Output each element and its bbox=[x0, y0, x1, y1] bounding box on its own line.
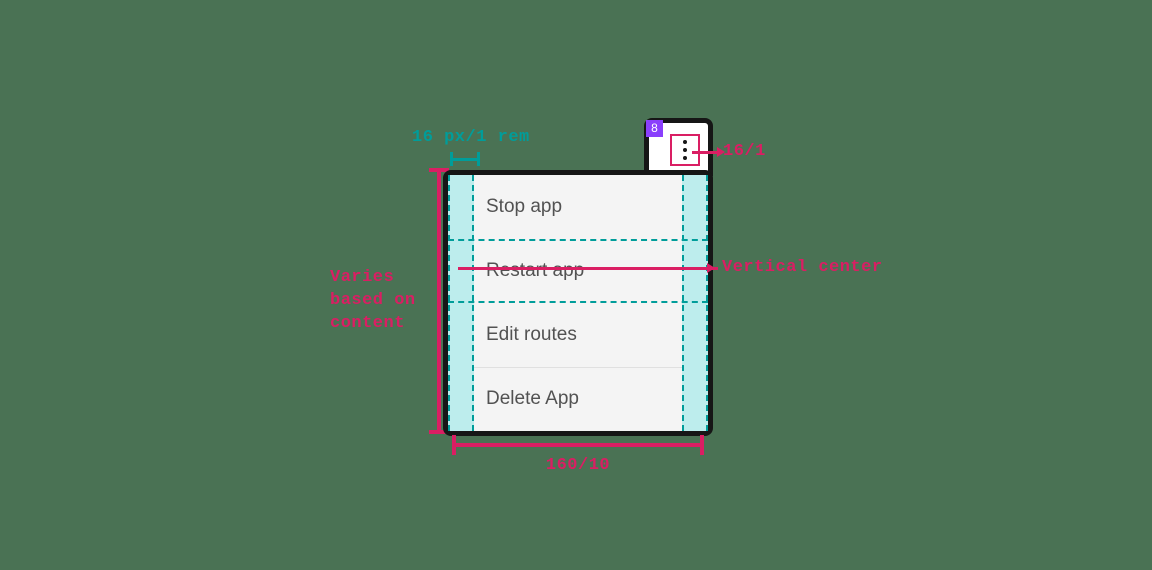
width-dimension-label: 160/10 bbox=[545, 456, 611, 475]
menu-item-restart-app[interactable]: Restart app bbox=[486, 260, 585, 281]
row-guide-bottom bbox=[448, 301, 708, 303]
overflow-menu-panel bbox=[443, 170, 713, 436]
trigger-size-leader-line bbox=[692, 147, 725, 156]
overflow-menu[interactable]: 8 Stop app Restart app Edit routes Delet… bbox=[443, 118, 713, 436]
dot-3 bbox=[683, 156, 687, 161]
width-dimension-line bbox=[452, 435, 704, 455]
bracket-cap-right bbox=[477, 152, 480, 166]
menu-item-edit-routes[interactable]: Edit routes bbox=[486, 324, 577, 345]
padding-guide-left bbox=[448, 175, 474, 431]
menu-item-stop-app[interactable]: Stop app bbox=[486, 196, 563, 217]
overflow-menu-options: Stop app Restart app Edit routes Delete … bbox=[448, 175, 708, 431]
height-dimension-line bbox=[429, 168, 449, 434]
spacing-bracket-icon bbox=[450, 152, 480, 166]
vertical-center-label: Vertical center bbox=[722, 258, 883, 277]
dot-1 bbox=[683, 139, 687, 144]
height-dimension-label: Varies based on content bbox=[330, 268, 416, 333]
vertical-center-rule bbox=[458, 263, 715, 272]
padding-guide-right bbox=[682, 175, 708, 431]
row-guide-top bbox=[448, 239, 708, 241]
dot-2 bbox=[683, 148, 687, 152]
overflow-menu-panel-inner: Stop app Restart app Edit routes Delete … bbox=[448, 175, 708, 431]
overflow-menu-vertical-icon[interactable] bbox=[670, 134, 700, 166]
notification-badge: 8 bbox=[646, 120, 663, 137]
bracket-bar bbox=[450, 158, 480, 161]
spacing-annotation-label: 16 px/1 rem bbox=[412, 128, 530, 147]
menu-item-delete-app[interactable]: Delete App bbox=[448, 367, 708, 431]
trigger-size-label: 16/1 bbox=[723, 142, 766, 161]
